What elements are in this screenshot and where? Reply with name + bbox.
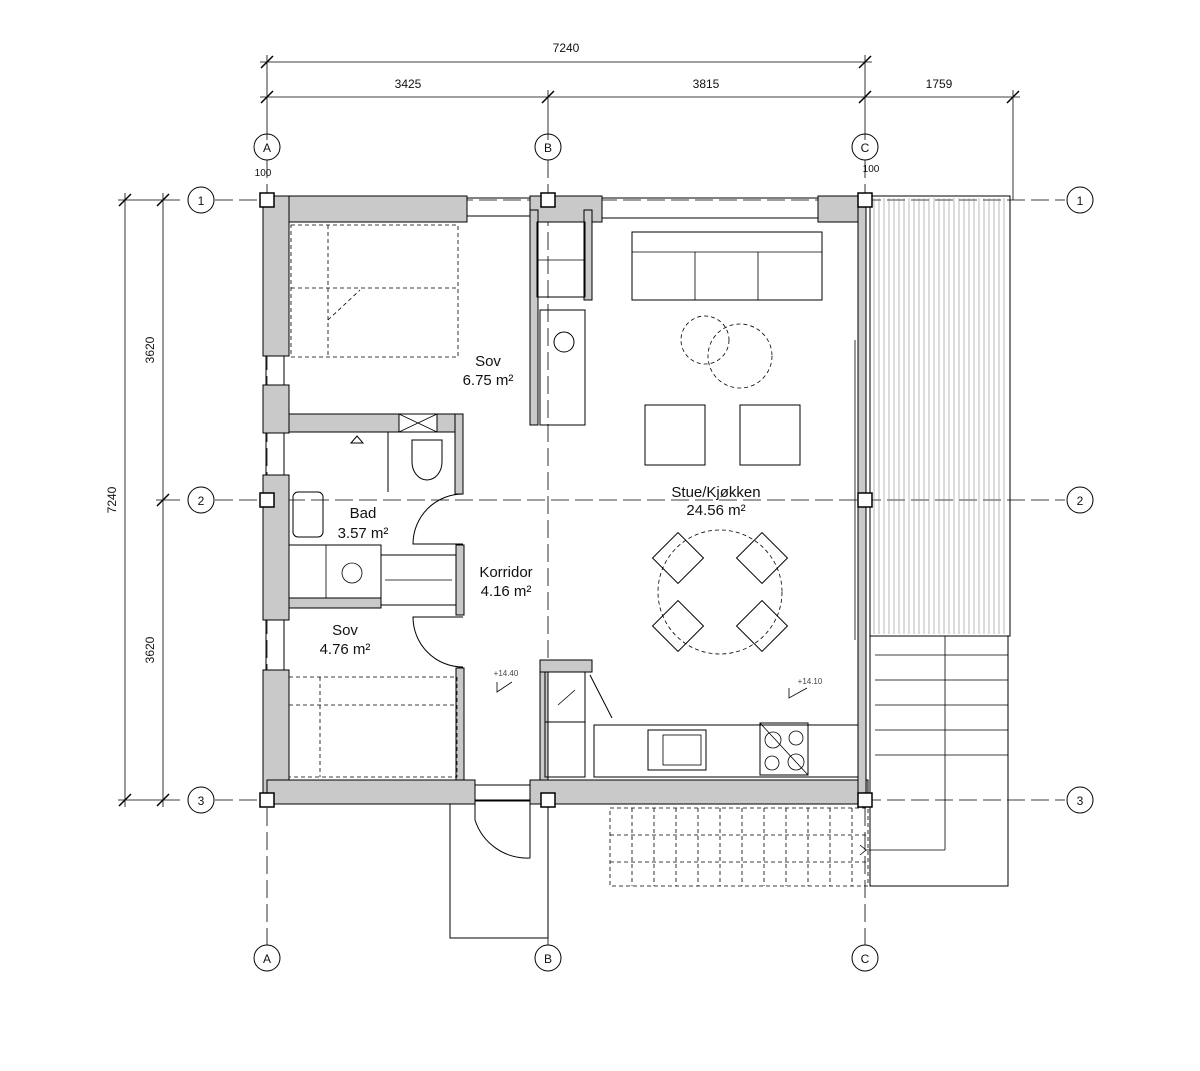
grid-lines xyxy=(215,160,1065,945)
room-labels: Sov 6.75 m² Bad 3.57 m² Korridor 4.16 m²… xyxy=(320,353,761,658)
grid-bubbles: A B C A B C 1 2 3 1 2 3 xyxy=(187,133,1094,972)
dimension-bay-12: 3620 xyxy=(143,336,157,363)
room-sov-1-name: Sov xyxy=(475,353,501,370)
grid-bubble-2-left: 2 xyxy=(198,494,205,508)
left-dimensions: 7240 3620 3620 xyxy=(105,193,180,807)
grid-bubble-2-right: 2 xyxy=(1077,494,1084,508)
grid-bubble-1-left: 1 xyxy=(198,194,205,208)
furniture xyxy=(288,221,859,778)
exterior-stairs xyxy=(609,807,869,887)
room-sov-2-area: 4.76 m² xyxy=(320,641,371,658)
dimension-bay-bc: 3815 xyxy=(693,77,720,91)
room-bad-name: Bad xyxy=(350,505,377,522)
room-stue-area: 24.56 m² xyxy=(686,502,745,519)
entrance-landing xyxy=(449,799,549,939)
grid-bubble-3-right: 3 xyxy=(1077,794,1084,808)
grid-bubble-3-left: 3 xyxy=(198,794,205,808)
grid-bubble-b-bottom: B xyxy=(544,952,552,966)
dimension-bay-23: 3620 xyxy=(143,636,157,663)
room-sov-1-area: 6.75 m² xyxy=(463,372,514,389)
level-stue: +14.10 xyxy=(798,677,823,686)
room-sov-2-name: Sov xyxy=(332,622,358,639)
top-dimensions: 7240 3425 3815 1759 100 100 xyxy=(255,41,1020,200)
dimension-offset-a: 100 xyxy=(255,168,272,179)
dimension-offset-c: 100 xyxy=(863,164,880,175)
room-stue-name: Stue/Kjøkken xyxy=(671,484,760,501)
grid-bubble-a-bottom: A xyxy=(263,952,271,966)
columns xyxy=(259,192,873,808)
grid-bubble-c-top: C xyxy=(861,141,870,155)
terrace xyxy=(859,195,1011,887)
grid-bubble-1-right: 1 xyxy=(1077,194,1084,208)
level-markers: +14.40 +14.10 xyxy=(494,669,823,699)
dimension-overall-height: 7240 xyxy=(105,486,119,513)
dimension-overall-width: 7240 xyxy=(553,41,580,55)
dimension-bay-ab: 3425 xyxy=(395,77,422,91)
room-bad-area: 3.57 m² xyxy=(338,525,389,542)
grid-bubble-a-top: A xyxy=(263,141,271,155)
room-korridor-name: Korridor xyxy=(479,564,532,581)
room-korridor-area: 4.16 m² xyxy=(481,583,532,600)
grid-bubble-b-top: B xyxy=(544,141,552,155)
level-korridor: +14.40 xyxy=(494,669,519,678)
grid-bubble-c-bottom: C xyxy=(861,952,870,966)
dimension-terrace: 1759 xyxy=(926,77,953,91)
